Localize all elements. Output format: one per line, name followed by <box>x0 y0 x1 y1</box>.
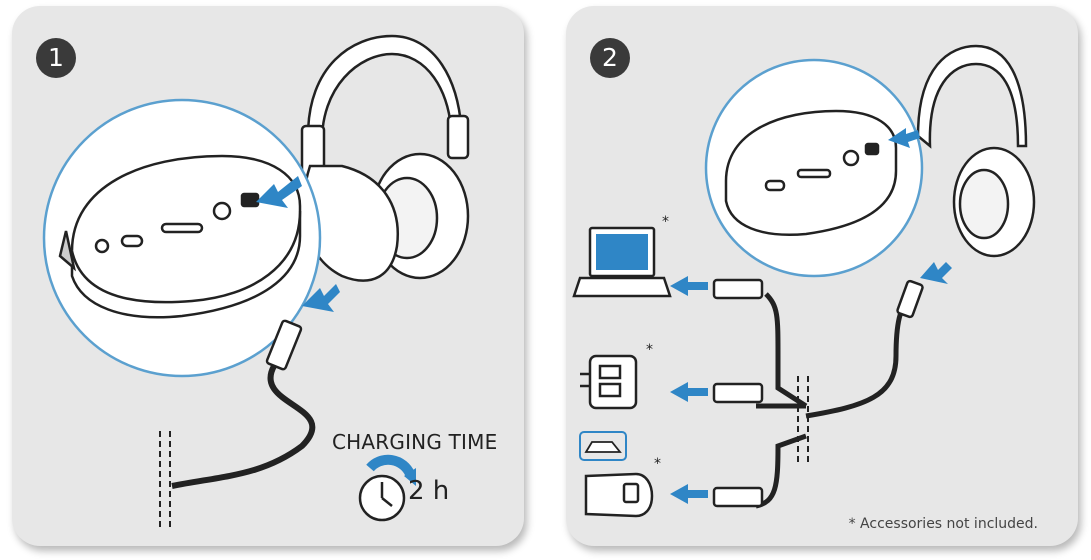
usb-cable-icon <box>712 278 924 509</box>
charging-time-value: 2 h <box>408 476 450 506</box>
step-number-badge: 1 <box>36 38 76 78</box>
headphones-icon <box>300 34 470 282</box>
accessory-marker: * <box>646 342 653 358</box>
arrow-icon <box>670 128 952 504</box>
accessory-marker: * <box>662 214 669 230</box>
wall-charger-icon <box>580 354 638 410</box>
car-charger-icon <box>584 472 654 518</box>
step-2-illustration <box>572 44 1036 518</box>
arrow-icon <box>256 176 340 312</box>
step-2-panel: 2 * * * * Accessories not included. <box>566 6 1078 546</box>
headphones-icon <box>916 44 1036 258</box>
accessories-footnote: * Accessories not included. <box>848 516 1038 532</box>
accessory-marker: * <box>654 456 661 472</box>
step-1-panel: 1 CHARGING TIME 2 h <box>12 6 524 546</box>
laptop-icon <box>572 226 672 298</box>
usb-cable-icon <box>159 319 316 531</box>
step-number-badge: 2 <box>590 38 630 78</box>
charging-time-label: CHARGING TIME <box>332 430 498 454</box>
earcup-closeup <box>724 109 898 236</box>
car-icon <box>579 431 627 461</box>
step-1-illustration <box>42 34 470 531</box>
earcup-closeup <box>58 154 302 319</box>
clock-icon <box>358 454 416 522</box>
